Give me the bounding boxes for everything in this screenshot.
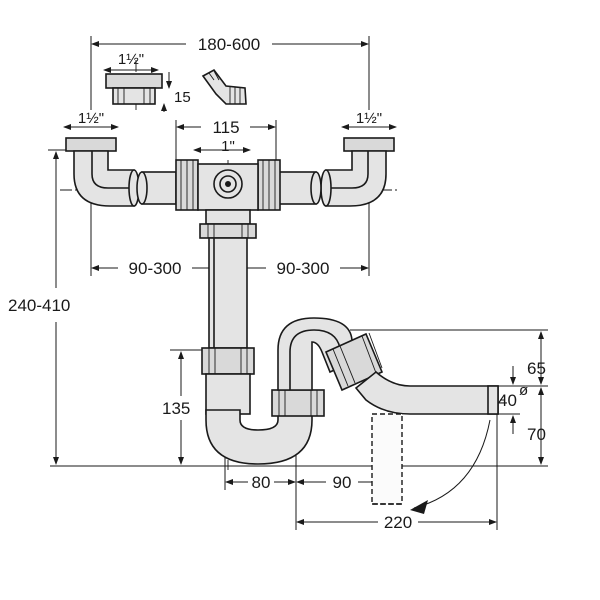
right-elbow <box>320 137 395 207</box>
dim-trap-height: 135 <box>162 399 190 418</box>
rotation-arrow <box>410 419 491 514</box>
dimension-lines <box>48 36 548 530</box>
dim-outlet-lower: 70 <box>527 425 546 444</box>
dim-right-thread: 1½" <box>356 110 382 127</box>
dim-outlet-diameter: 40 <box>498 391 517 410</box>
dim-right-offset: 90-300 <box>277 259 330 278</box>
overflow-elbow <box>201 68 247 105</box>
dim-trap-offset: 80 <box>252 473 271 492</box>
dim-outlet-upper: 65 <box>527 359 546 378</box>
dim-basket-thread: 1½" <box>118 51 144 68</box>
dim-center-spacing: 115 <box>212 118 239 137</box>
dim-diameter-symbol: ø <box>519 382 528 399</box>
alternate-outlet <box>371 413 403 505</box>
left-elbow <box>65 137 140 207</box>
vertical-stem <box>199 223 257 415</box>
dim-outlet-length: 220 <box>384 513 412 532</box>
horizontal-tubes <box>136 171 322 205</box>
dim-basket-height: 15 <box>174 89 191 106</box>
dim-left-thread: 1½" <box>78 110 104 127</box>
basket-nut <box>105 73 163 105</box>
dim-overall-width: 180-600 <box>198 35 260 54</box>
dim-total-height: 240-410 <box>8 296 70 315</box>
slip-nut <box>324 332 384 392</box>
dim-left-offset: 90-300 <box>129 259 182 278</box>
dim-center-thread: 1" <box>221 138 235 155</box>
outlet-pipe <box>354 370 499 415</box>
riser-bend <box>277 317 357 391</box>
dimension-labels: 180-600 1½" 15 1½" 1½" 115 1" 90-300 90-… <box>8 35 546 532</box>
tee-piece <box>175 159 281 225</box>
u-bend <box>205 389 325 465</box>
dim-outlet-offset: 90 <box>333 473 352 492</box>
